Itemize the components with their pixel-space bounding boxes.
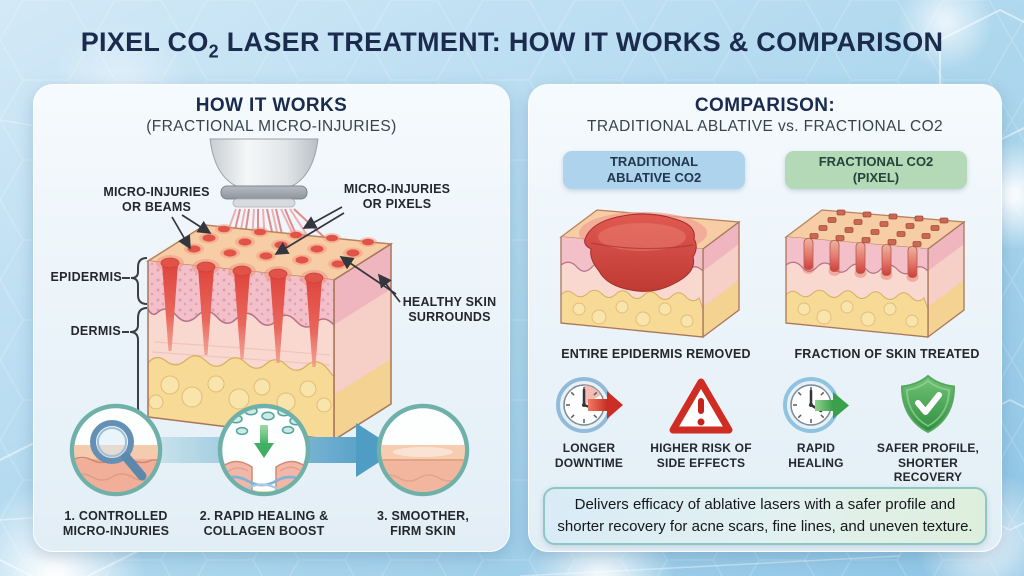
label-dermis: DERMIS	[70, 324, 121, 338]
page-title-part1: PIXEL CO	[80, 27, 209, 57]
clock-green-arrow-icon	[783, 377, 849, 433]
comparison-title: COMPARISON:	[694, 95, 836, 116]
traditional-ablative-illustration	[559, 209, 741, 339]
micro-channels	[802, 238, 919, 282]
traditional-column-header: TRADITIONAL ABLATIVE CO2	[563, 151, 745, 189]
label-micro-injuries-pixels: MICRO-INJURIES OR PIXELS	[343, 182, 451, 212]
summary-note: Delivers efficacy of ablative lasers wit…	[543, 487, 987, 545]
ablated-wound	[579, 212, 707, 292]
how-it-works-subtitle: (FRACTIONAL MICRO-INJURIES)	[146, 118, 397, 135]
clock-red-arrow-icon	[556, 377, 623, 433]
traditional-caption: ENTIRE EPIDERMIS REMOVED	[561, 347, 751, 361]
comparison-subtitle: TRADITIONAL ABLATIVE vs. FRACTIONAL CO2	[586, 118, 944, 135]
how-it-works-panel: HOW IT WORKS (FRACTIONAL MICRO-INJURIES)	[33, 84, 510, 552]
page-title-subscript: 2	[208, 41, 219, 62]
label-epidermis: EPIDERMIS	[50, 270, 122, 284]
micro-injury-channels	[156, 255, 328, 367]
page-title-part2: LASER TREATMENT: HOW IT WORKS & COMPARIS…	[218, 27, 944, 57]
finding-label-downtime: LONGER DOWNTIME	[554, 441, 624, 470]
magnifier-skin-icon	[69, 403, 163, 497]
comparison-panel: COMPARISON: TRADITIONAL ABLATIVE vs. FRA…	[528, 84, 1002, 552]
fractional-pixel-illustration	[784, 209, 966, 339]
process-steps-illustration	[69, 403, 470, 497]
step-label-3: 3. SMOOTHER, FIRM SKIN	[377, 509, 469, 539]
cells-collagen-icon	[217, 403, 311, 497]
step-label-1: 1. CONTROLLED MICRO-INJURIES	[62, 509, 170, 539]
pixel-grid	[809, 209, 949, 247]
finding-label-safer: SAFER PROFILE, SHORTER RECOVERY	[876, 441, 980, 485]
smooth-skin-icon	[376, 403, 470, 497]
label-micro-injuries-beams: MICRO-INJURIES OR BEAMS	[103, 185, 210, 215]
annotation-arrows	[171, 206, 401, 303]
laser-handpiece-icon	[209, 138, 319, 208]
how-it-works-title: HOW IT WORKS	[195, 95, 348, 116]
finding-label-healing: RAPID HEALING	[788, 441, 844, 470]
step-label-2: 2. RAPID HEALING & COLLAGEN BOOST	[199, 509, 329, 539]
layer-brackets	[122, 257, 148, 418]
finding-label-risk: HIGHER RISK OF SIDE EFFECTS	[650, 441, 752, 470]
fractional-caption: FRACTION OF SKIN TREATED	[794, 347, 980, 361]
fractional-column-header: FRACTIONAL CO2 (PIXEL)	[785, 151, 967, 189]
warning-triangle-icon	[669, 378, 733, 434]
page-title: PIXEL CO2 LASER TREATMENT: HOW IT WORKS …	[0, 27, 1024, 62]
label-healthy-skin: HEALTHY SKIN SURROUNDS	[402, 295, 497, 325]
shield-check-icon	[900, 374, 956, 434]
